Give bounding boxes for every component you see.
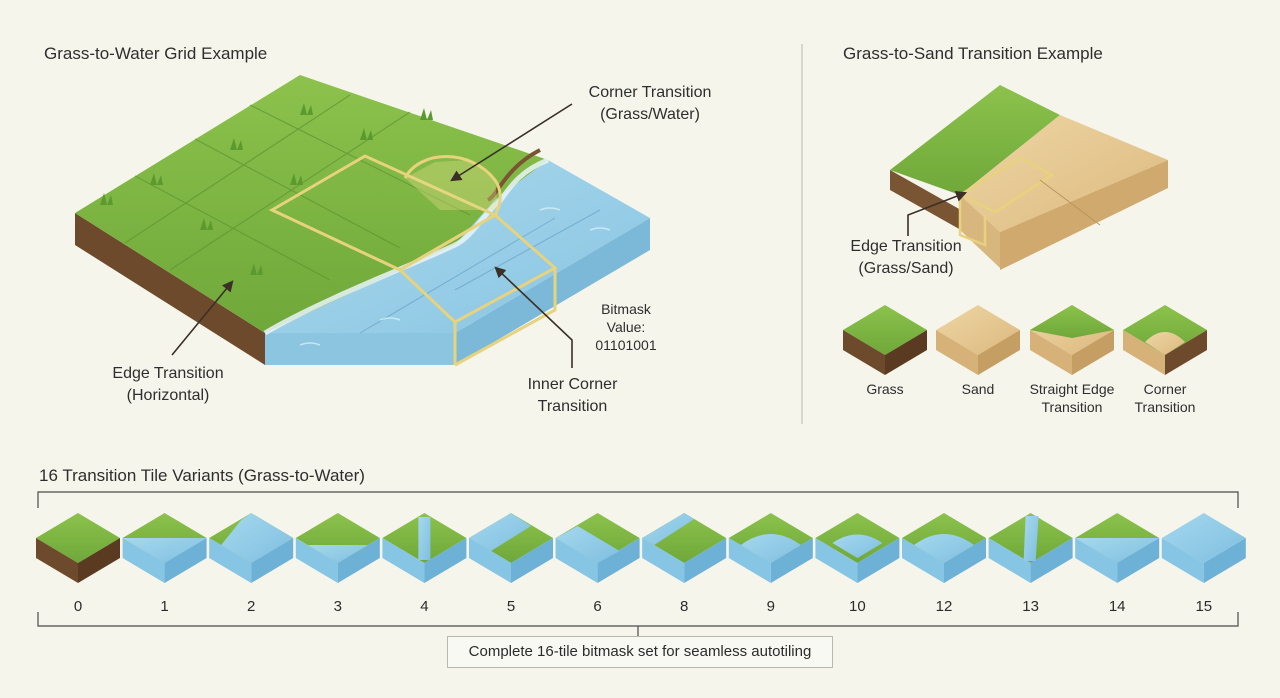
edge-label-line1: Edge Transition	[112, 365, 224, 382]
variant-number-6: 6	[593, 598, 602, 615]
variant-number-4: 4	[420, 598, 429, 615]
edge-transition-label: Edge Transition (Horizontal)	[88, 363, 248, 407]
callout-arrows-left	[171, 103, 573, 368]
inner-label-line2: Transition	[537, 398, 608, 415]
bitmask-label: Bitmask Value: 01101001	[580, 300, 672, 354]
grass-tufts	[100, 103, 433, 275]
variant-tile-6	[555, 513, 640, 583]
grid-soil-left	[75, 213, 265, 365]
variant-number-14: 14	[1108, 598, 1126, 615]
variant-number-3: 3	[333, 598, 342, 615]
variants-title: 16 Transition Tile Variants (Grass-to-Wa…	[39, 466, 365, 485]
variant-tile-12	[902, 513, 986, 583]
grid-shoreline	[263, 157, 549, 336]
sample-tile-grass	[843, 305, 927, 375]
sample-label-corner-line1: Corner	[1143, 381, 1187, 397]
sample-label-grass-text: Grass	[866, 381, 904, 397]
variant-number-2: 2	[247, 598, 256, 615]
right-panel-title: Grass-to-Sand Transition Example	[843, 44, 1103, 63]
sample-tile-straight-edge	[1030, 305, 1114, 375]
bitmask-label-line1: Bitmask Value:	[601, 301, 651, 335]
variant-number-10: 10	[849, 598, 866, 615]
variant-tile-4	[382, 513, 467, 583]
variant-tile-10	[815, 513, 900, 583]
variant-number-12: 12	[935, 598, 953, 615]
variant-tiles	[36, 513, 1246, 583]
variant-tile-1	[122, 513, 207, 583]
sand-edge-line2: (Grass/Sand)	[858, 260, 954, 277]
grid-water-front	[265, 333, 455, 365]
grass-sand-slab	[890, 85, 1168, 270]
highlight-boxes	[268, 154, 558, 367]
variant-number-1: 1	[160, 598, 169, 615]
grass-water-grid	[75, 75, 650, 367]
grid-bank	[486, 148, 541, 202]
inner-corner-label: Inner Corner Transition	[500, 374, 645, 418]
sample-label-straight-line1: Straight Edge	[1029, 381, 1115, 397]
corner-label-line2: (Grass/Water)	[600, 106, 700, 123]
variant-tile-8	[642, 513, 727, 583]
variant-tile-5	[469, 513, 553, 583]
variant-number-8: 8	[680, 598, 689, 615]
bitmask-value: 01101001	[595, 337, 657, 353]
sample-tile-sand	[936, 305, 1020, 375]
variant-number-5: 5	[506, 598, 516, 615]
sample-label-straight-line2: Transition	[1041, 399, 1103, 415]
variant-tile-0	[36, 513, 120, 583]
sand-edge-label: Edge Transition (Grass/Sand)	[836, 236, 976, 280]
sample-label-sand: Sand	[928, 380, 1028, 398]
variant-number-13: 13	[1022, 598, 1039, 615]
corner-label-line1: Corner Transition	[588, 84, 712, 101]
variant-tile-2	[209, 513, 294, 583]
left-panel-title: Grass-to-Water Grid Example	[44, 44, 268, 63]
variant-tile-15	[1161, 513, 1246, 583]
sample-label-straight-edge: Straight Edge Transition	[1017, 380, 1127, 416]
callout-arrow-right	[907, 191, 968, 236]
variants-bracket	[37, 491, 1239, 636]
sand-edge-line1: Edge Transition	[850, 238, 962, 255]
variant-number-0: 0	[73, 598, 83, 615]
variant-tile-13	[988, 513, 1073, 583]
variant-tile-9	[728, 513, 813, 583]
inner-label-line1: Inner Corner	[527, 376, 618, 393]
grid-grass-top	[75, 75, 548, 333]
edge-label-line2: (Horizontal)	[126, 387, 210, 404]
variant-tile-14	[1075, 513, 1160, 583]
variants-caption: Complete 16-tile bitmask set for seamles…	[447, 636, 833, 668]
sample-label-grass: Grass	[835, 380, 935, 398]
grid-water-right	[455, 218, 650, 365]
sample-label-corner: Corner Transition	[1115, 380, 1215, 416]
variant-tile-3	[295, 513, 380, 583]
sample-label-corner-line2: Transition	[1134, 399, 1196, 415]
sample-label-sand-text: Sand	[961, 381, 995, 397]
corner-transition-label: Corner Transition (Grass/Water)	[560, 82, 740, 126]
variant-number-15: 15	[1195, 598, 1213, 615]
sample-tile-corner	[1123, 305, 1207, 375]
variant-number-9: 9	[766, 598, 775, 615]
